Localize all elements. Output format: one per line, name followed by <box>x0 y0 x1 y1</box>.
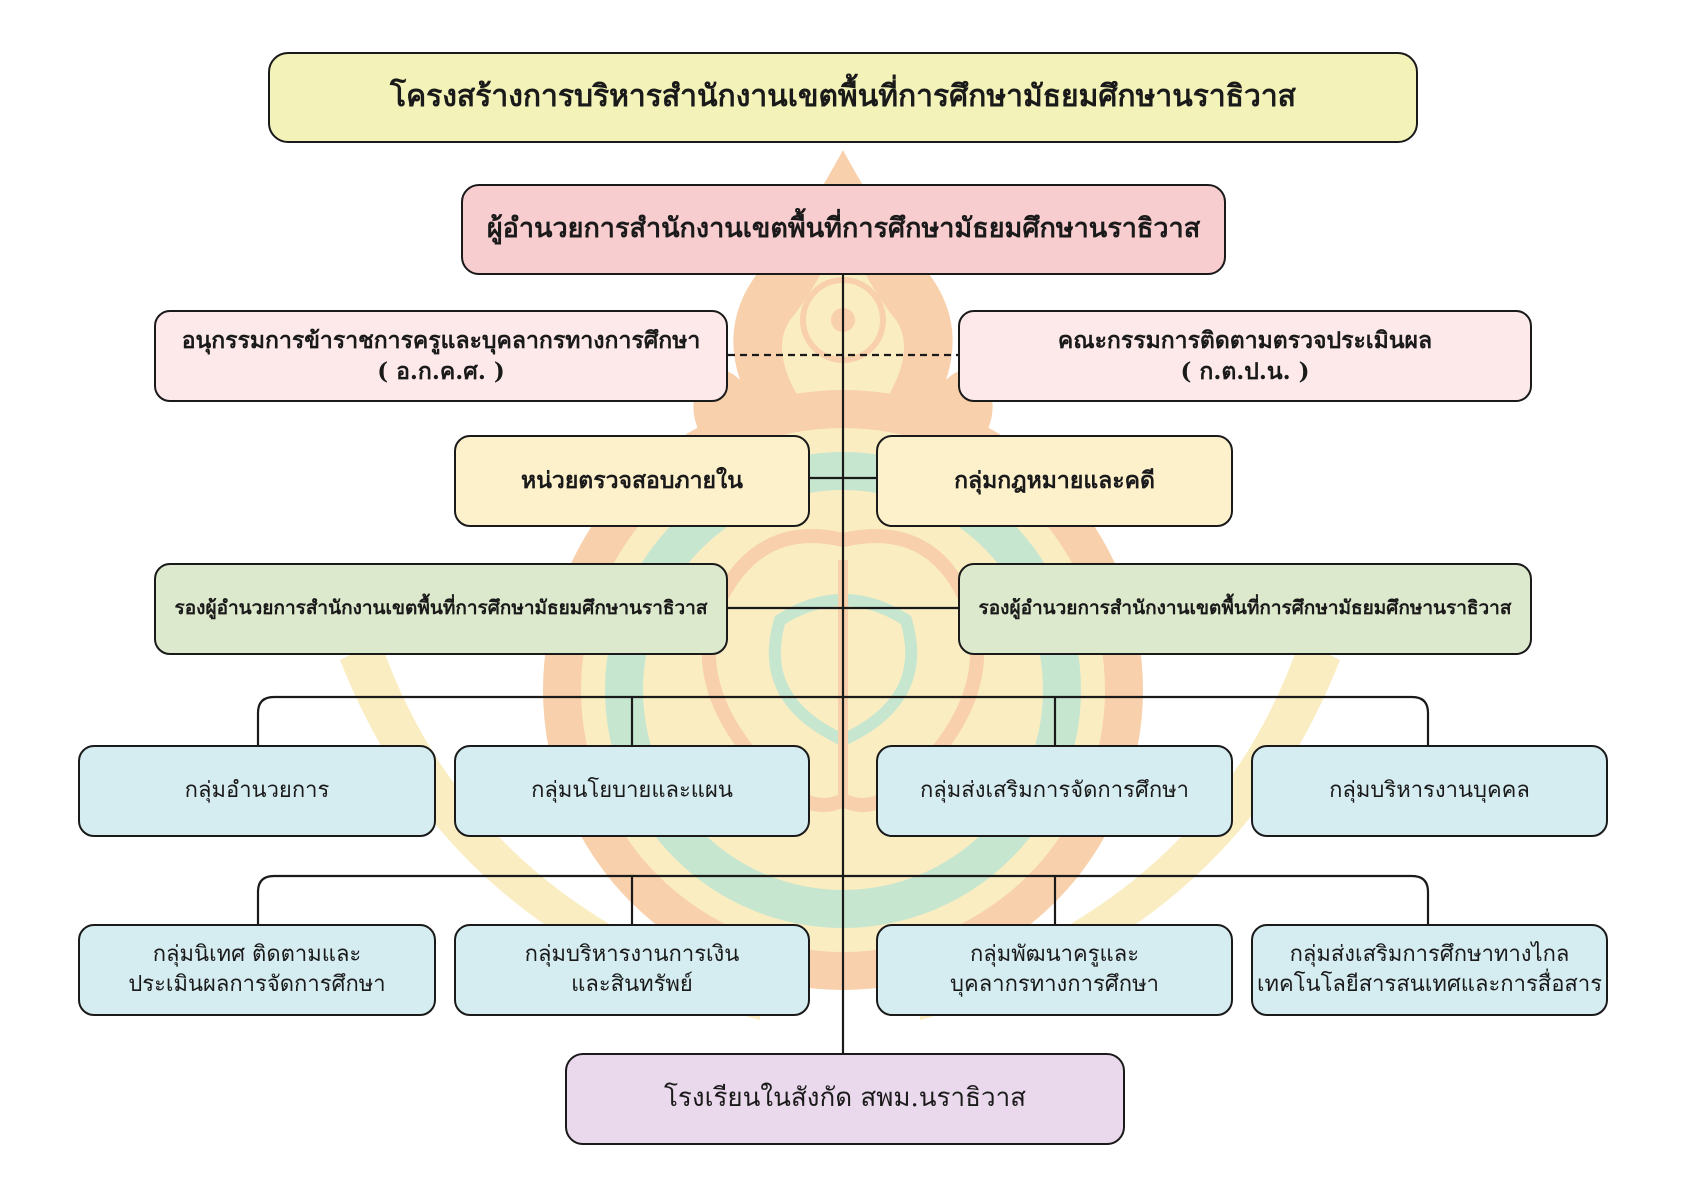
group-distance-ict-box: กลุ่มส่งเสริมการศึกษาทางไกล เทคโนโลยีสาร… <box>1251 924 1608 1016</box>
group-distance-ict-line2: เทคโนโลยีสารสนเทศและการสื่อสาร <box>1256 972 1603 997</box>
committee-ktpn-line2: ( ก.ต.ป.น. ) <box>1180 358 1310 385</box>
group-teacher-development-line1: กลุ่มพัฒนาครูและ <box>969 942 1140 968</box>
group-teacher-development-line2: บุคลากรทางการศึกษา <box>950 972 1159 997</box>
group-personnel-box: กลุ่มบริหารงานบุคคล <box>1251 745 1608 837</box>
group-administration-box: กลุ่มอำนวยการ <box>78 745 436 837</box>
committee-okks-line2: ( อ.ก.ค.ศ. ) <box>377 358 505 385</box>
deputy-left-box: รองผู้อำนวยการสำนักงานเขตพื้นที่การศึกษา… <box>154 563 728 655</box>
committee-ktpn-box: คณะกรรมการติดตามตรวจประเมินผล ( ก.ต.ป.น.… <box>958 310 1532 402</box>
committee-ktpn-line1: คณะกรรมการติดตามตรวจประเมินผล <box>1057 326 1433 354</box>
group-supervision-line1: กลุ่มนิเทศ ติดตามและ <box>152 942 362 968</box>
group-policy-planning-box: กลุ่มนโยบายและแผน <box>454 745 810 837</box>
group-finance-line1: กลุ่มบริหารงานการเงิน <box>524 942 740 968</box>
group-supervision-line2: ประเมินผลการจัดการศึกษา <box>128 972 386 997</box>
unit-legal-label: กลุ่มกฎหมายและคดี <box>954 467 1155 495</box>
group-distance-ict-line1: กลุ่มส่งเสริมการศึกษาทางไกล <box>1289 942 1570 968</box>
director-box: ผู้อำนวยการสำนักงานเขตพื้นที่การศึกษามัธ… <box>461 184 1226 275</box>
group-administration-label: กลุ่มอำนวยการ <box>184 778 330 804</box>
chart-title: โครงสร้างการบริหารสำนักงานเขตพื้นที่การศ… <box>389 79 1296 115</box>
group-policy-planning-label: กลุ่มนโยบายและแผน <box>531 778 733 804</box>
committee-okks-box: อนุกรรมการข้าราชการครูและบุคลากรทางการศึ… <box>154 310 728 402</box>
schools-box: โรงเรียนในสังกัด สพม.นราธิวาส <box>565 1053 1125 1145</box>
schools-label: โรงเรียนในสังกัด สพม.นราธิวาส <box>663 1083 1027 1114</box>
group-education-promotion-label: กลุ่มส่งเสริมการจัดการศึกษา <box>919 778 1190 804</box>
group-personnel-label: กลุ่มบริหารงานบุคคล <box>1329 778 1530 804</box>
deputy-right-box: รองผู้อำนวยการสำนักงานเขตพื้นที่การศึกษา… <box>958 563 1532 655</box>
group-supervision-box: กลุ่มนิเทศ ติดตามและ ประเมินผลการจัดการศ… <box>78 924 436 1016</box>
group-education-promotion-box: กลุ่มส่งเสริมการจัดการศึกษา <box>876 745 1233 837</box>
unit-internal-audit-box: หน่วยตรวจสอบภายใน <box>454 435 810 527</box>
deputy-left-label: รองผู้อำนวยการสำนักงานเขตพื้นที่การศึกษา… <box>174 597 708 620</box>
director-label: ผู้อำนวยการสำนักงานเขตพื้นที่การศึกษามัธ… <box>486 213 1201 245</box>
committee-okks-line1: อนุกรรมการข้าราชการครูและบุคลากรทางการศึ… <box>181 326 701 354</box>
unit-legal-box: กลุ่มกฎหมายและคดี <box>876 435 1233 527</box>
deputy-right-label: รองผู้อำนวยการสำนักงานเขตพื้นที่การศึกษา… <box>978 597 1512 620</box>
group-finance-box: กลุ่มบริหารงานการเงิน และสินทรัพย์ <box>454 924 810 1016</box>
group-finance-line2: และสินทรัพย์ <box>571 972 693 997</box>
group-teacher-development-box: กลุ่มพัฒนาครูและ บุคลากรทางการศึกษา <box>876 924 1233 1016</box>
chart-title-box: โครงสร้างการบริหารสำนักงานเขตพื้นที่การศ… <box>268 52 1418 143</box>
unit-internal-audit-label: หน่วยตรวจสอบภายใน <box>521 467 743 495</box>
